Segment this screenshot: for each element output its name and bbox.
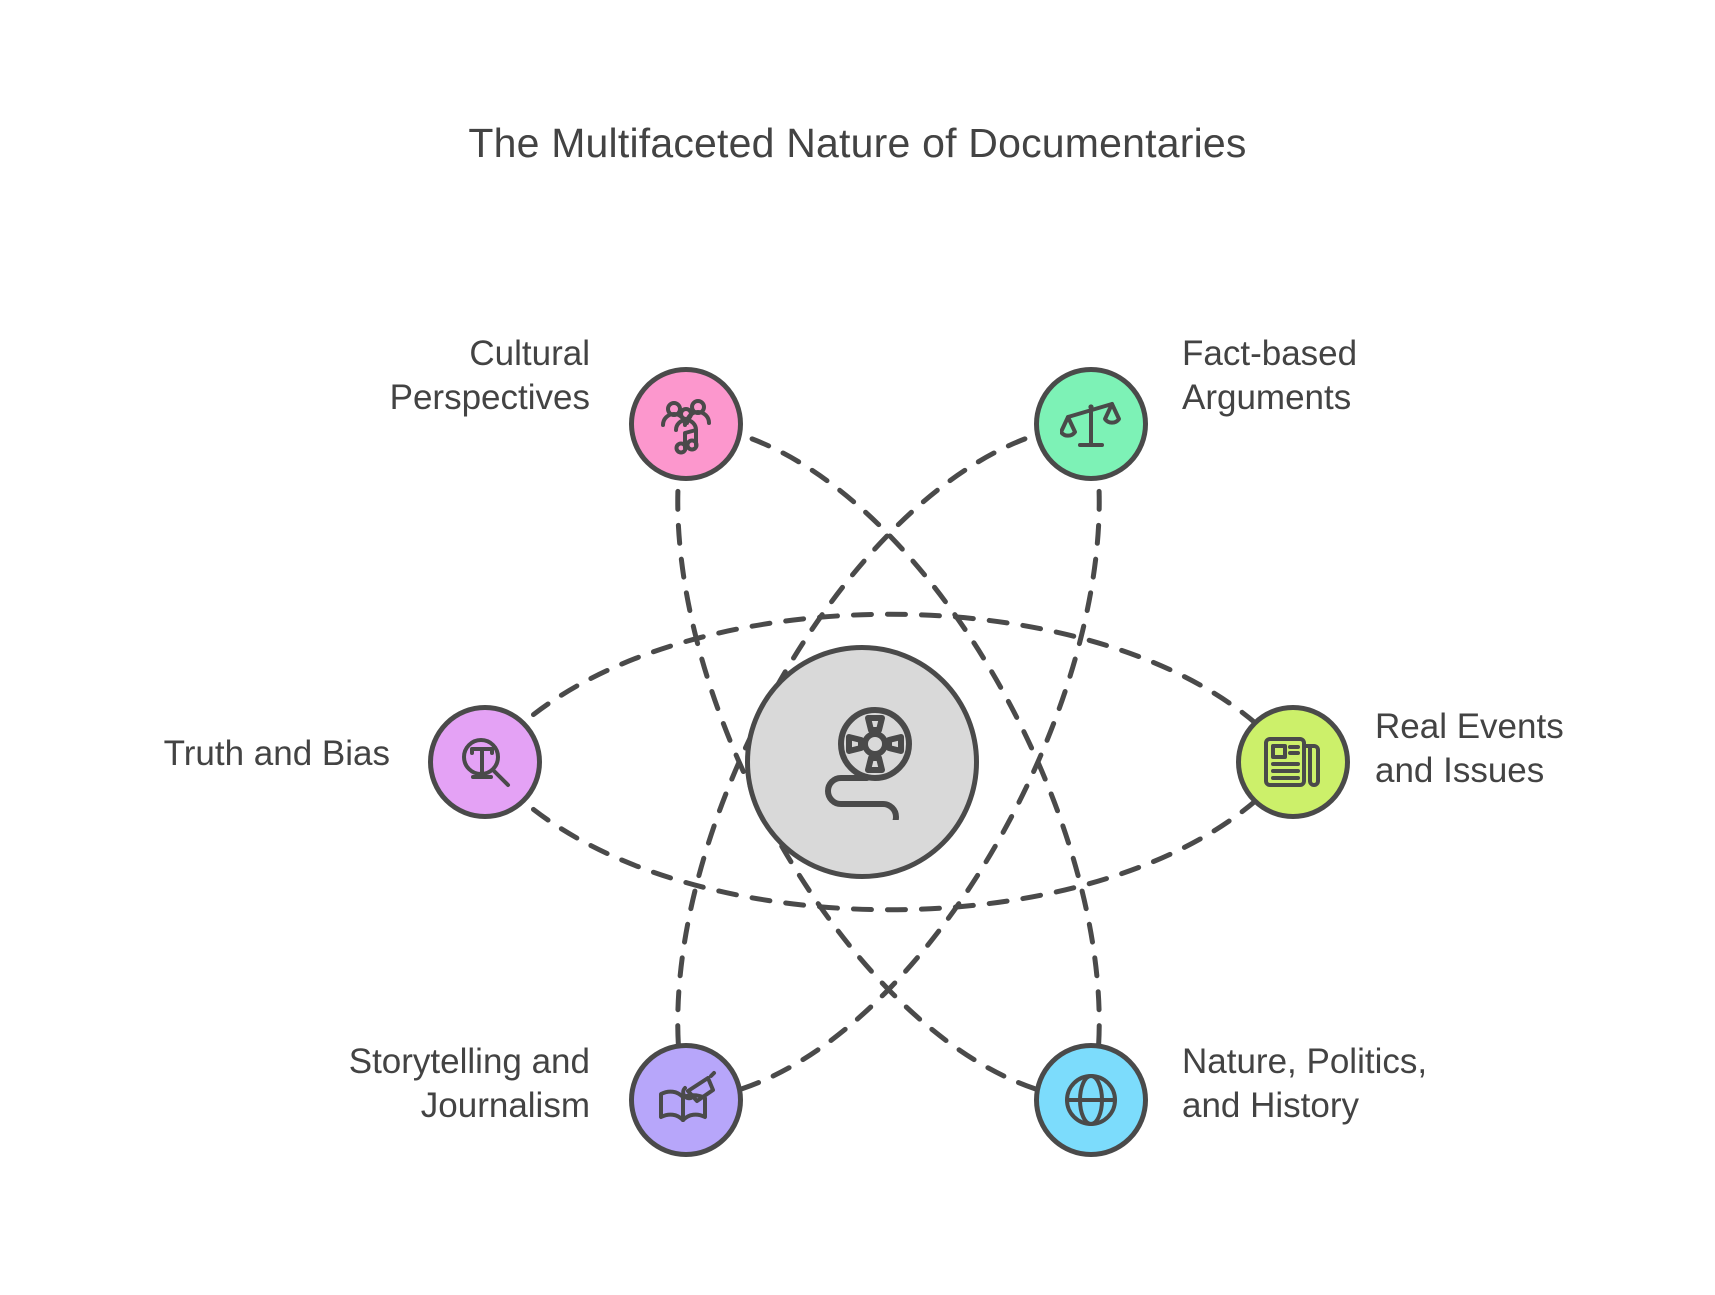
node-real-events-and-issues[interactable] [1236, 705, 1350, 819]
label-storytelling-and-journalism: Storytelling and Journalism [348, 1042, 590, 1125]
globe-icon [1062, 1071, 1120, 1129]
label-cultural-perspectives: Cultural Perspectives [389, 334, 590, 417]
node-storytelling-and-journalism[interactable] [629, 1043, 743, 1157]
film-reel-icon [802, 704, 922, 820]
node-nature-politics-and-history[interactable] [1034, 1043, 1148, 1157]
node-fact-based-arguments[interactable] [1034, 367, 1148, 481]
center-node-film-reel[interactable] [745, 645, 979, 879]
label-nature-politics-and-history: Nature, Politics, and History [1182, 1042, 1428, 1125]
magnifier-text-icon [455, 732, 515, 792]
node-cultural-perspectives[interactable] [629, 367, 743, 481]
node-truth-and-bias[interactable] [428, 705, 542, 819]
newspaper-icon [1262, 733, 1324, 791]
label-truth-and-bias: Truth and Bias [163, 734, 390, 773]
page-title: The Multifaceted Nature of Documentaries [468, 120, 1247, 166]
people-music-icon [654, 392, 718, 456]
label-fact-based-arguments: Fact-based Arguments [1182, 334, 1358, 417]
label-real-events-and-issues: Real Events and Issues [1375, 707, 1564, 790]
scales-icon [1060, 393, 1122, 455]
book-megaphone-icon [655, 1070, 717, 1130]
